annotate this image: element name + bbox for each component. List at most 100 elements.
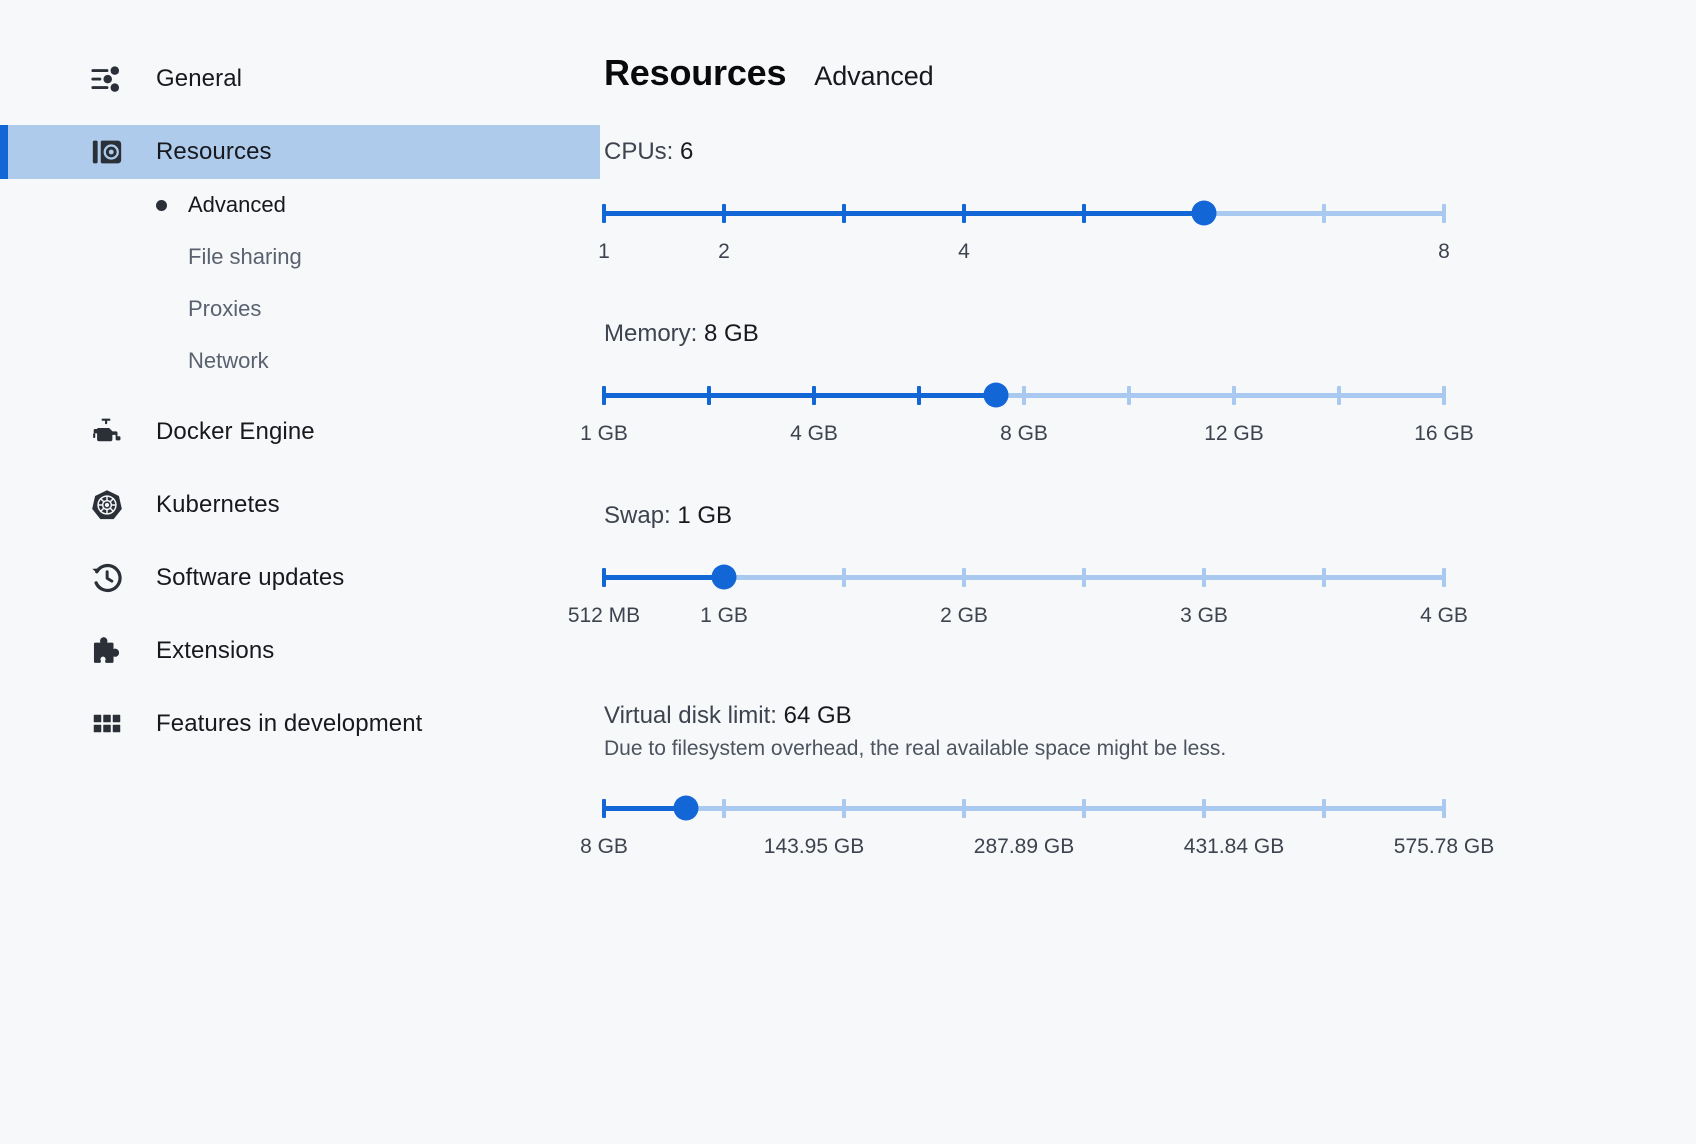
slider-tick [602,204,606,223]
sidebar-item-label: Extensions [156,637,275,664]
sidebar-subitem-proxies[interactable]: Proxies [0,283,600,335]
slider-memory[interactable] [602,382,1446,408]
slider-cpus[interactable] [602,200,1446,226]
sidebar-item-label: Software updates [156,564,345,591]
slider-tick [812,386,816,405]
settings-sidebar: General Resources Advanced F [0,0,600,1144]
slider-tick-label: 8 GB [580,835,628,858]
slider-tick [1127,386,1131,405]
slider-tick [722,204,726,223]
slider-tick-label: 4 GB [1420,604,1468,627]
sidebar-subitem-advanced[interactable]: Advanced [0,179,600,231]
sidebar-subitem-file-sharing[interactable]: File sharing [0,231,600,283]
slider-tick-label: 16 GB [1414,422,1474,445]
slider-tick [1442,386,1446,405]
slider-tick [1082,568,1086,587]
page-title: Resources [604,52,787,93]
slider-tick-label: 12 GB [1204,422,1264,445]
slider-tick [1082,204,1086,223]
sidebar-item-resources[interactable]: Resources [0,125,600,179]
slider-thumb-virtual-disk[interactable] [673,795,699,821]
slider-tick-label: 143.95 GB [763,835,865,858]
section-label-virtual-disk: Virtual disk limit: 64 GB [604,702,1696,730]
label-value: 64 GB [783,702,852,729]
slider-tick [1232,386,1236,405]
slider-swap[interactable] [602,564,1446,590]
section-label-memory: Memory: 8 GB [604,320,1696,348]
slider-tick-label: 1 GB [700,604,748,627]
label-prefix: Virtual disk limit: [604,702,784,729]
selected-bullet-icon [156,199,167,211]
slider-tick [602,568,606,587]
slider-track-fill [604,393,996,398]
slider-tick [1442,799,1446,818]
slider-tick [1082,799,1086,818]
slider-thumb-swap[interactable] [711,564,737,590]
sidebar-item-software-updates[interactable]: Software updates [0,551,600,605]
bullet-placeholder-icon [156,252,167,263]
slider-tick-label: 1 [598,240,610,263]
sidebar-item-general[interactable]: General [0,52,600,106]
label-value: 8 GB [704,320,759,347]
sidebar-subitem-network[interactable]: Network [0,335,600,387]
spacer [0,459,600,478]
slider-tick-label: 2 [718,240,730,263]
sidebar-item-label: Kubernetes [156,491,280,518]
slider-tick-label: 3 GB [1180,604,1228,627]
slider-tick-label: 8 GB [1000,422,1048,445]
slider-tick [962,568,966,587]
slider-tick [917,386,921,405]
slider-track-fill [604,575,724,580]
slider-tick [1202,799,1206,818]
slider-virtual-disk[interactable] [602,795,1446,821]
sidebar-subitem-label: File sharing [188,244,302,269]
slider-track-fill [604,211,1204,216]
slider-tick [1322,799,1326,818]
puzzle-icon [90,634,124,668]
slider-tick [1202,568,1206,587]
section-label-cpus: CPUs: 6 [604,138,1696,166]
history-clock-icon [90,561,124,595]
spacer [0,605,600,624]
sidebar-item-label: Features in development [156,710,423,737]
bullet-placeholder-icon [156,356,167,367]
page-subtitle: Advanced [814,61,934,91]
sidebar-item-kubernetes[interactable]: Kubernetes [0,478,600,532]
slider-tick [707,386,711,405]
slider-track [604,806,1444,811]
sidebar-item-label: Resources [156,138,272,165]
sidebar-item-docker-engine[interactable]: Docker Engine [0,405,600,459]
slider-tick-label: 431.84 GB [1183,835,1285,858]
sidebar-item-features-in-development[interactable]: Features in development [0,697,600,751]
slider-tick [1022,386,1026,405]
slider-tick [602,799,606,818]
grid-icon [90,707,124,741]
slider-tick [722,799,726,818]
slider-thumb-cpus[interactable] [1191,200,1217,226]
slider-thumb-memory[interactable] [983,382,1009,408]
slider-tick [1442,568,1446,587]
slider-tick [842,799,846,818]
label-prefix: Memory: [604,320,705,347]
sidebar-subitem-label: Advanced [188,192,286,217]
slider-tick [602,386,606,405]
slider-tick-label: 287.89 GB [973,835,1075,858]
kubernetes-icon [90,488,124,522]
slider-tick [1322,204,1326,223]
sidebar-item-extensions[interactable]: Extensions [0,624,600,678]
page-header: Resources Advanced [600,52,1696,94]
slider-tick-label: 4 [958,240,970,263]
label-value: 6 [680,138,694,165]
